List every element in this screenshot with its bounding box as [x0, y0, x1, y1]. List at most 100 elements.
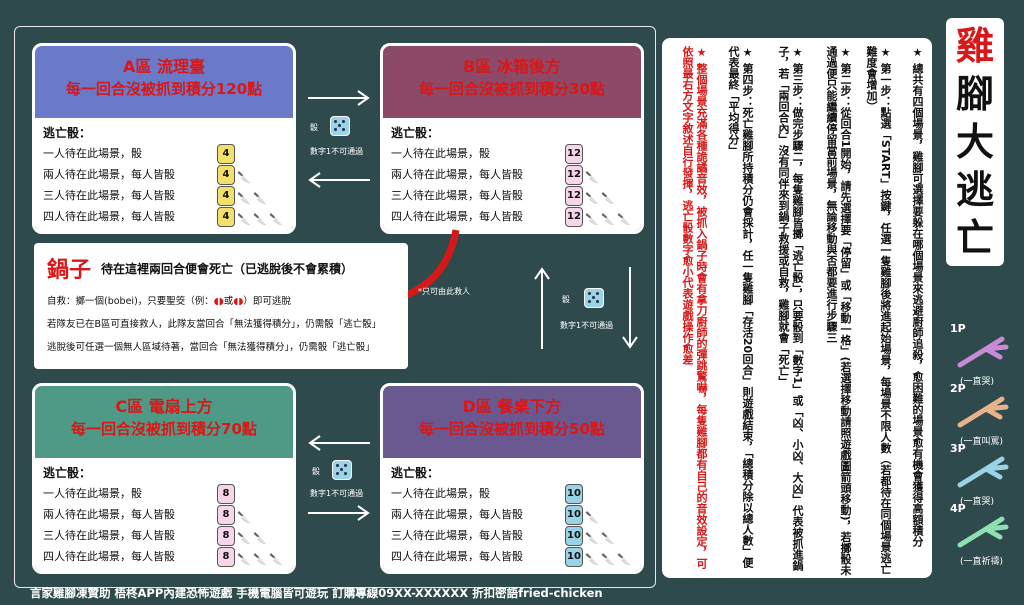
player-caption: (一直叫罵) [960, 437, 1004, 447]
arrow-b-to-d [622, 267, 638, 349]
dice-note-bd-text: 數字1不可通過 [560, 321, 614, 330]
zone-b-name: B區 冰箱後方 [463, 57, 561, 76]
knife-icon: 🔪 [253, 532, 267, 545]
dice-icon [584, 288, 604, 308]
d4-icon: 4 [217, 207, 235, 227]
zone-b-escape-label: 逃亡骰： [391, 126, 440, 140]
pot-self-rescue: 自救：擲一個(bobei)，只要聖筊（例：◖◗或◖◗）即可逃脫 [47, 296, 291, 307]
pot-after-rule: 逃脫後可任選一個無人區域待著，當回合「無法獲得積分」，仍需骰「逃亡骰」 [47, 342, 375, 353]
d12-icon: 12 [565, 186, 583, 206]
zone-b-score: 每一回合沒被抓到積分30點 [419, 80, 605, 98]
player-1[interactable]: 1P (一直哭) [950, 322, 1020, 387]
game-title: 雞 腳 大 逃 亡 [946, 18, 1004, 266]
pot-subtitle: 待在這裡兩回合便會死亡（已逃脫後不會累積） [101, 262, 354, 276]
knife-icon: 🔪 [617, 553, 631, 566]
player-2[interactable]: 2P (一直叫罵) [950, 382, 1020, 447]
chicken-foot-icon [957, 456, 1009, 488]
rule-5: ★ 第四步：死亡雞腳所持積分仍會採計，任一隻雞腳「存活20回合」則遊戲結束，「總… [727, 46, 754, 568]
title-char: 大 [955, 120, 994, 164]
player-caption: (一直哭) [960, 377, 995, 387]
d4-icon: 4 [217, 186, 235, 206]
dice-note-cd-roll: 骰 [312, 467, 320, 476]
rule-4: ★ 第三步：做完步驟二，每隻雞腳皆擲「逃亡骰」，只要骰到「數字1」或「凶、小凶、… [777, 46, 804, 571]
arrow-a-to-b [308, 90, 370, 106]
knife-icon: 🔪 [269, 213, 283, 226]
pot-teammate-rule: 若隊友已在B區可直接救人，此隊友當回合「無法獲得積分」，仍需骰「逃亡骰」 [47, 319, 382, 330]
d8-icon: 8 [217, 505, 235, 525]
knife-icon: 🔪 [601, 192, 615, 205]
player-3[interactable]: 3P (一直哭) [950, 442, 1020, 507]
zone-c-escape-label: 逃亡骰： [43, 466, 92, 480]
title-char: 亡 [955, 216, 994, 260]
player-label: 1P [950, 322, 966, 335]
dice-icon [330, 116, 350, 136]
knife-icon: 🔪 [269, 553, 283, 566]
rules-panel: ★ 總共有四個場景，雞腳可選擇要躲在哪個場景來逃避廚師追殺，愈困難的場景愈有機會… [662, 38, 932, 578]
knife-icon: 🔪 [601, 553, 615, 566]
knife-icon: 🔪 [253, 192, 267, 205]
d8-icon: 8 [217, 547, 235, 567]
knife-icon: 🔪 [237, 511, 251, 524]
d12-icon: 12 [565, 165, 583, 185]
d8-icon: 8 [217, 526, 235, 546]
dice-icon [332, 460, 352, 480]
dice-note-cd-text: 數字1不可通過 [310, 489, 364, 498]
knife-icon: 🔪 [253, 553, 267, 566]
zone-a-name: A區 流理臺 [123, 57, 205, 76]
player-label: 2P [950, 382, 966, 395]
knife-icon: 🔪 [253, 213, 267, 226]
zone-c-name: C區 電扇上方 [115, 397, 213, 416]
player-caption: (一直祈禱) [960, 557, 1004, 567]
chicken-foot-icon [957, 516, 1009, 548]
dice-note-bd-roll: 骰 [562, 295, 570, 304]
zone-a-score: 每一回合沒被抓到積分120點 [65, 80, 263, 98]
dice-note-ab-roll: 骰 [310, 123, 318, 132]
knife-icon: 🔪 [237, 192, 251, 205]
bobei-icon: ◖◗ [213, 296, 224, 307]
arrow-d-to-c [308, 435, 370, 451]
zone-a-escape-label: 逃亡骰： [43, 126, 92, 140]
dice-note-ab-text: 數字1不可通過 [310, 147, 364, 156]
footer: 言家雞腳凍贊助 梧柊APP內建恐怖遊戲 手機電腦皆可遊玩 訂購專線09XX-XX… [30, 586, 603, 600]
d4-icon: 4 [217, 165, 235, 185]
rule-1: ★ 總共有四個場景，雞腳可選擇要躲在哪個場景來逃避廚師追殺，愈困難的場景愈有機會… [911, 46, 924, 547]
knife-icon: 🔪 [237, 532, 251, 545]
rule-6: ★ 整個場景充滿各種詭譎音效，被抓入鍋子時會有拿刀廚師的彈跳驚嚇，每隻雞腳都有自… [681, 46, 708, 569]
pot-zone[interactable]: 鍋子待在這裡兩回合便會死亡（已逃脫後不會累積） 自救：擲一個(bobei)，只要… [34, 243, 408, 369]
knife-icon: 🔪 [585, 553, 599, 566]
pot-only-b-note: *只可由此救人 [418, 287, 470, 296]
knife-icon: 🔪 [585, 511, 599, 524]
knife-icon: 🔪 [601, 213, 615, 226]
arrow-c-to-d [308, 505, 370, 521]
bobei-icon: ◖◗ [233, 296, 244, 307]
title-char: 雞 [955, 24, 994, 68]
board-frame [14, 26, 656, 588]
zone-d-escape-label: 逃亡骰： [391, 466, 440, 480]
knife-icon: 🔪 [585, 213, 599, 226]
knife-icon: 🔪 [601, 532, 615, 545]
chicken-foot-icon [957, 336, 1009, 368]
arrow-d-to-b [534, 267, 550, 349]
knife-icon: 🔪 [585, 171, 599, 184]
rule-3: ★ 第二步：從回合1開始，請先選擇要「停留」或「移動一格」(若選擇移動請照遊戲圖… [825, 46, 852, 576]
title-char: 逃 [955, 168, 994, 212]
d12-icon: 12 [565, 207, 583, 227]
player-4[interactable]: 4P (一直祈禱) [950, 502, 1020, 567]
knife-icon: 🔪 [617, 213, 631, 226]
